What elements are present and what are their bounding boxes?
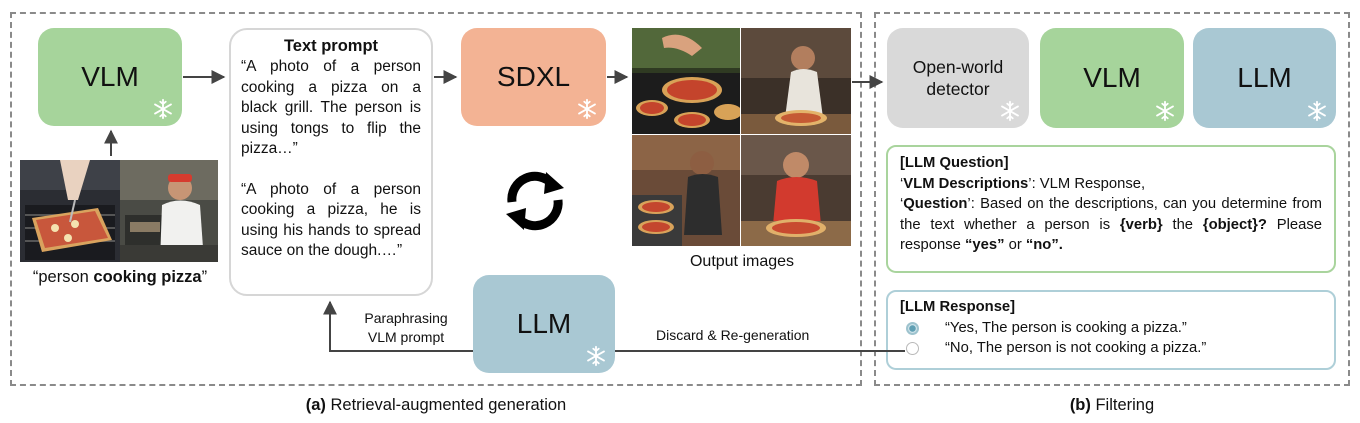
yes-token: “yes”	[964, 237, 1005, 253]
question-please: Please response	[900, 216, 1322, 254]
detector-line1: Open-world	[912, 57, 1004, 77]
panel-filtering	[874, 12, 1350, 386]
radio-button-icon	[906, 341, 919, 355]
input-photo-chef	[120, 160, 218, 262]
vlm-label-a: VLM	[81, 61, 139, 92]
llm-response-header: [LLM Response]	[900, 299, 1016, 315]
llm-question-vlm-desc: ‘VLM Descriptions’: VLM Response,	[900, 174, 1322, 195]
output-image-3	[632, 135, 740, 246]
response-no-text: “No, The person is not cooking a pizza.”	[945, 340, 1207, 356]
snowflake-icon	[154, 98, 172, 120]
vlm-label-b: VLM	[1083, 62, 1141, 93]
question-or: or	[1004, 237, 1026, 253]
caption-a-letter: (a)	[305, 396, 326, 414]
open-world-detector-box: Open-world detector	[887, 28, 1029, 128]
question-the: the	[1162, 216, 1194, 233]
question-key: Question	[903, 196, 968, 212]
response-yes-text: “Yes, The person is cooking a pizza.”	[945, 320, 1187, 336]
response-option-no: “No, The person is not cooking a pizza.”	[900, 338, 1322, 358]
paraphrasing-line2: VLM prompt	[367, 329, 445, 345]
llm-box-b: LLM	[1193, 28, 1336, 128]
quote-open-2: ‘	[900, 196, 904, 212]
caption-b: (b) Filtering	[874, 396, 1350, 415]
input-caption-bold: cooking pizza	[93, 268, 202, 286]
snowflake-icon	[1308, 100, 1326, 122]
sdxl-box: SDXL	[461, 28, 606, 126]
snowflake-icon	[1156, 100, 1174, 122]
object-placeholder: {object}?	[1202, 216, 1267, 233]
input-photo-grill	[20, 160, 120, 262]
caption-a-text: Retrieval-augmented generation	[325, 396, 567, 414]
panel-retrieval-augmented-generation	[10, 12, 862, 386]
response-option-yes: “Yes, The person is cooking a pizza.”	[900, 318, 1322, 338]
detector-line2: detector	[926, 79, 990, 99]
llm-label-a: LLM	[516, 308, 572, 339]
snowflake-icon	[578, 98, 596, 120]
question-val: ’: Based on the descriptions, can you de…	[900, 196, 1322, 233]
llm-question-body: ‘Question’: Based on the descriptions, c…	[900, 194, 1322, 256]
text-prompt-title: Text prompt	[283, 37, 379, 55]
vlm-desc-val: ’: VLM Response,	[1028, 175, 1146, 192]
text-prompt-1: “A photo of a person cooking a pizza on …	[241, 58, 421, 157]
llm-label-b: LLM	[1237, 62, 1292, 93]
output-image-4	[741, 135, 851, 246]
radio-button-icon	[906, 321, 919, 335]
input-caption-close: ”	[201, 268, 208, 286]
llm-response-box: [LLM Response] “Yes, The person is cooki…	[886, 290, 1336, 370]
output-image-1	[632, 28, 740, 134]
snowflake-icon	[1001, 100, 1019, 122]
refresh-cycle-icon	[506, 171, 564, 231]
quote-open-1: ‘	[900, 175, 904, 192]
discard-regeneration-label: Discard & Re-generation	[656, 327, 810, 343]
no-token: “no”.	[1025, 237, 1063, 253]
sdxl-label: SDXL	[496, 61, 571, 92]
paraphrasing-label: Paraphrasing VLM prompt	[346, 309, 466, 347]
snowflake-icon	[587, 345, 605, 367]
output-images-caption: Output images	[689, 253, 795, 270]
paraphrasing-line1: Paraphrasing	[364, 310, 448, 326]
input-caption: “person cooking pizza”	[14, 268, 226, 287]
input-caption-open: “person	[32, 268, 94, 286]
text-prompt-box: Text prompt “A photo of a person cooking…	[229, 28, 433, 296]
llm-box-a: LLM	[473, 275, 615, 373]
caption-a: (a) Retrieval-augmented generation	[10, 396, 862, 415]
output-image-2	[741, 28, 851, 134]
vlm-box-b: VLM	[1040, 28, 1184, 128]
vlm-desc-key: VLM Descriptions	[903, 175, 1029, 192]
llm-question-header: [LLM Question]	[900, 155, 1009, 171]
vlm-box-a: VLM	[38, 28, 182, 126]
text-prompt-2: “A photo of a person cooking a pizza, he…	[241, 180, 421, 260]
verb-placeholder: {verb}	[1119, 216, 1163, 233]
caption-b-letter: (b)	[1069, 396, 1091, 414]
caption-b-text: Filtering	[1090, 396, 1155, 414]
llm-question-box: [LLM Question] ‘VLM Descriptions’: VLM R…	[886, 145, 1336, 273]
